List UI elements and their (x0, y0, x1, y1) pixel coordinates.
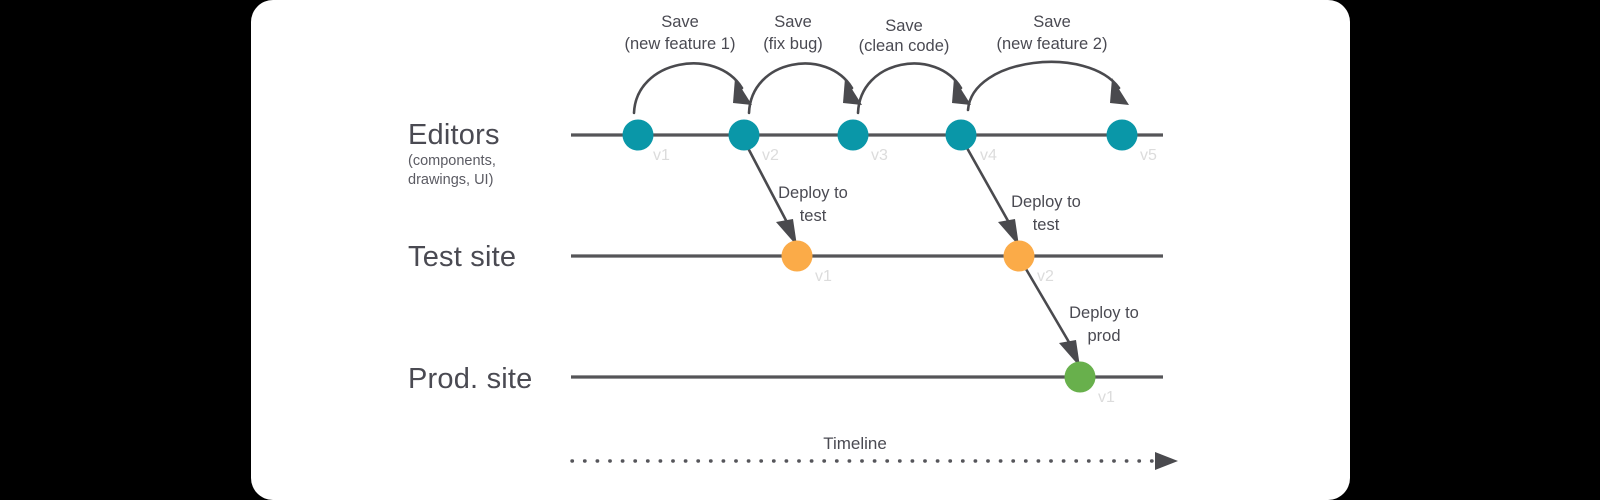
editors-version-label-v1: v1 (653, 147, 670, 164)
editors-version-label-v5: v5 (1140, 147, 1157, 164)
save-arrow-v3-to-v4 (856, 62, 963, 115)
save-annotation-3-line1: Save (885, 17, 923, 35)
deploy-annotation-1: Deploy to test (778, 184, 848, 225)
deploy-annotation-2-line1: Deploy to (1011, 193, 1081, 211)
row-label-editors: Editors (components, drawings, UI) (408, 119, 500, 188)
deploy-annotation-2: Deploy to test (1011, 193, 1081, 234)
editors-title: Editors (408, 119, 500, 151)
editors-version-label-v3: v3 (871, 147, 888, 164)
editors-nodes-group: v1 v2 v3 v4 v5 (622, 119, 1158, 165)
deploy-annotation-1-line2: test (800, 207, 827, 225)
editors-subtitle-line2: drawings, UI) (408, 172, 493, 188)
deploy-arrowhead-test-v2 (998, 219, 1019, 246)
prod-site-dot-v1[interactable] (1064, 361, 1096, 393)
editors-dot-v1[interactable] (622, 119, 654, 151)
deploy-arrowhead-prod-v1 (1059, 340, 1080, 367)
save-annotation-1-line1: Save (661, 13, 699, 31)
deploy-arrow-editors-v4-to-test-v2 (965, 146, 1014, 230)
save-arrow-v2-to-v3 (747, 62, 854, 115)
test-site-node-v2[interactable]: v2 (1003, 240, 1055, 286)
test-site-nodes-group: v1 v2 (781, 240, 1055, 286)
deploy-arrow-editors-v2-to-test-v1 (746, 146, 792, 230)
editors-node-v1[interactable]: v1 (622, 119, 671, 165)
save-annotation-4: Save (new feature 2) (997, 13, 1108, 53)
save-annotation-2-line1: Save (774, 13, 812, 31)
timeline-group: Timeline (570, 434, 1178, 470)
save-annotation-2: Save (fix bug) (763, 13, 823, 53)
deploy-arrowhead-test-v1 (776, 219, 797, 246)
deploy-annotation-3-line1: Deploy to (1069, 304, 1139, 322)
deploy-annotation-3: Deploy to prod (1069, 304, 1139, 345)
editors-dot-v5[interactable] (1106, 119, 1138, 151)
save-annotation-3-line2: (clean code) (859, 37, 950, 55)
editors-subtitle-line1: (components, (408, 153, 496, 169)
timeline-label: Timeline (823, 434, 887, 453)
editors-dot-v2[interactable] (728, 119, 760, 151)
save-annotation-2-line2: (fix bug) (763, 35, 823, 53)
save-annotation-4-line2: (new feature 2) (997, 35, 1108, 53)
save-arrowhead-v2 (733, 78, 752, 105)
editors-node-v5[interactable]: v5 (1106, 119, 1158, 165)
save-annotation-1: Save (new feature 1) (625, 13, 736, 53)
test-site-version-label-v2: v2 (1037, 268, 1054, 285)
editors-dot-v3[interactable] (837, 119, 869, 151)
save-arrowhead-v5 (1110, 78, 1129, 105)
prod-site-version-label-v1: v1 (1098, 389, 1115, 406)
save-arrowhead-v4 (952, 78, 971, 105)
test-site-dot-v2[interactable] (1003, 240, 1035, 272)
test-site-node-v1[interactable]: v1 (781, 240, 833, 286)
row-label-test-site: Test site (408, 241, 516, 273)
row-label-prod-site: Prod. site (408, 363, 533, 395)
deploy-annotation-1-line1: Deploy to (778, 184, 848, 202)
test-site-dot-v1[interactable] (781, 240, 813, 272)
editors-node-v3[interactable]: v3 (837, 119, 889, 165)
prod-site-node-v1[interactable]: v1 (1064, 361, 1116, 407)
deploy-arrow-test-v2-to-prod-v1 (1024, 267, 1075, 351)
editors-version-label-v4: v4 (980, 147, 997, 164)
test-site-title: Test site (408, 241, 516, 273)
save-arrows-group (632, 60, 1129, 115)
save-annotation-4-line1: Save (1033, 13, 1071, 31)
save-arrowhead-v3 (843, 78, 862, 105)
prod-site-nodes-group: v1 (1064, 361, 1116, 407)
save-arrow-v4-to-v5 (966, 60, 1121, 112)
deploy-annotation-3-line2: prod (1087, 327, 1120, 345)
test-site-version-label-v1: v1 (815, 268, 832, 285)
editors-version-label-v2: v2 (762, 147, 779, 164)
editors-node-v4[interactable]: v4 (945, 119, 998, 165)
prod-site-title: Prod. site (408, 363, 533, 395)
editors-node-v2[interactable]: v2 (728, 119, 780, 165)
save-arrow-v1-to-v2 (632, 62, 744, 115)
save-annotation-3: Save (clean code) (859, 17, 950, 55)
deploy-arrows-group (746, 146, 1080, 367)
save-annotation-1-line2: (new feature 1) (625, 35, 736, 53)
deploy-annotation-2-line2: test (1033, 216, 1060, 234)
timeline-arrowhead-icon (1155, 452, 1178, 470)
editors-dot-v4[interactable] (945, 119, 977, 151)
